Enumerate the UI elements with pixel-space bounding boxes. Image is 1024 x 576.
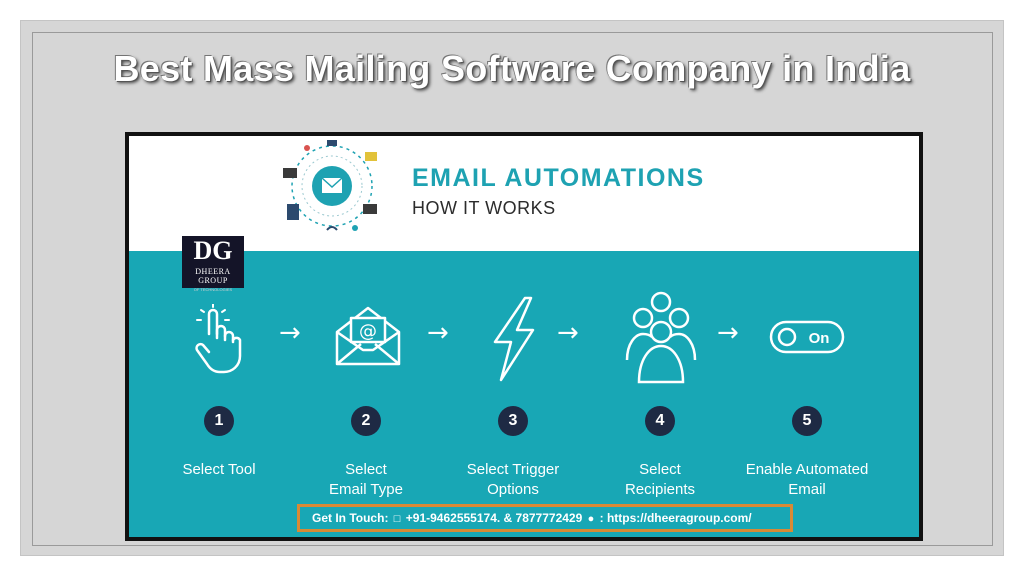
arrow-3: →	[557, 318, 579, 348]
step-label-line: Select Trigger	[466, 461, 560, 478]
step-label-line: Enable Automated	[745, 461, 869, 478]
step-label-line: Select Tool	[182, 461, 256, 478]
step-label-line: Email	[788, 481, 826, 498]
logo-name: DHEERA GROUP	[195, 267, 231, 285]
contact-label: Get In Touch:	[312, 511, 389, 525]
contact-phones[interactable]: +91-9462555174. & 7877772429	[405, 511, 583, 525]
globe-icon: ●	[587, 513, 595, 525]
toggle-on-text: On	[809, 330, 830, 347]
step-label-line: Options	[487, 481, 539, 498]
step-number-1: 1	[204, 406, 234, 436]
step-label-line: Select	[639, 461, 681, 478]
step-number-2: 2	[351, 406, 381, 436]
step-label-line: Recipients	[624, 481, 696, 498]
logo-initials: DG	[193, 236, 233, 265]
hand-pointer-icon	[195, 304, 242, 374]
logo-tagline: OF TECHNOLOGIES	[193, 287, 233, 292]
infographic-frame: EMAIL AUTOMATIONS HOW IT WORKS DG DHEERA…	[125, 132, 923, 541]
contact-website[interactable]: : https://dheeragroup.com/	[599, 511, 752, 525]
step-number-3: 3	[498, 406, 528, 436]
step-label-3: Select Trigger Options	[438, 460, 588, 500]
phone-icon: □	[393, 513, 401, 525]
step-label-4: Select Recipients	[585, 460, 735, 500]
open-envelope-icon: @	[335, 306, 401, 366]
contact-bar: Get In Touch: □ +91-9462555174. & 787777…	[297, 504, 793, 532]
step-number-5: 5	[792, 406, 822, 436]
arrow-4: →	[717, 318, 739, 348]
step-label-5: Enable Automated Email	[732, 460, 882, 500]
banner-heading: EMAIL AUTOMATIONS	[412, 164, 705, 192]
email-network-icon	[283, 140, 377, 231]
lightning-bolt-icon	[493, 296, 535, 382]
step-number-4: 4	[645, 406, 675, 436]
step-label-line: Email Type	[329, 481, 403, 498]
people-group-icon	[625, 291, 697, 384]
company-logo: DG DHEERA GROUP OF TECHNOLOGIES	[182, 236, 244, 292]
step-label-line: Select	[345, 461, 387, 478]
step-label-1: Select Tool	[144, 460, 294, 480]
arrow-1: →	[279, 318, 301, 348]
slide-title: Best Mass Mailing Software Company in In…	[113, 48, 911, 89]
svg-text:@: @	[359, 321, 377, 342]
arrow-2: →	[427, 318, 449, 348]
infographic-panel: EMAIL AUTOMATIONS HOW IT WORKS DG DHEERA…	[129, 136, 919, 537]
step-label-2: Select Email Type	[291, 460, 441, 500]
banner-subheading: HOW IT WORKS	[412, 198, 556, 218]
toggle-on-icon: On	[769, 320, 845, 354]
slide-inner-border	[32, 32, 993, 546]
